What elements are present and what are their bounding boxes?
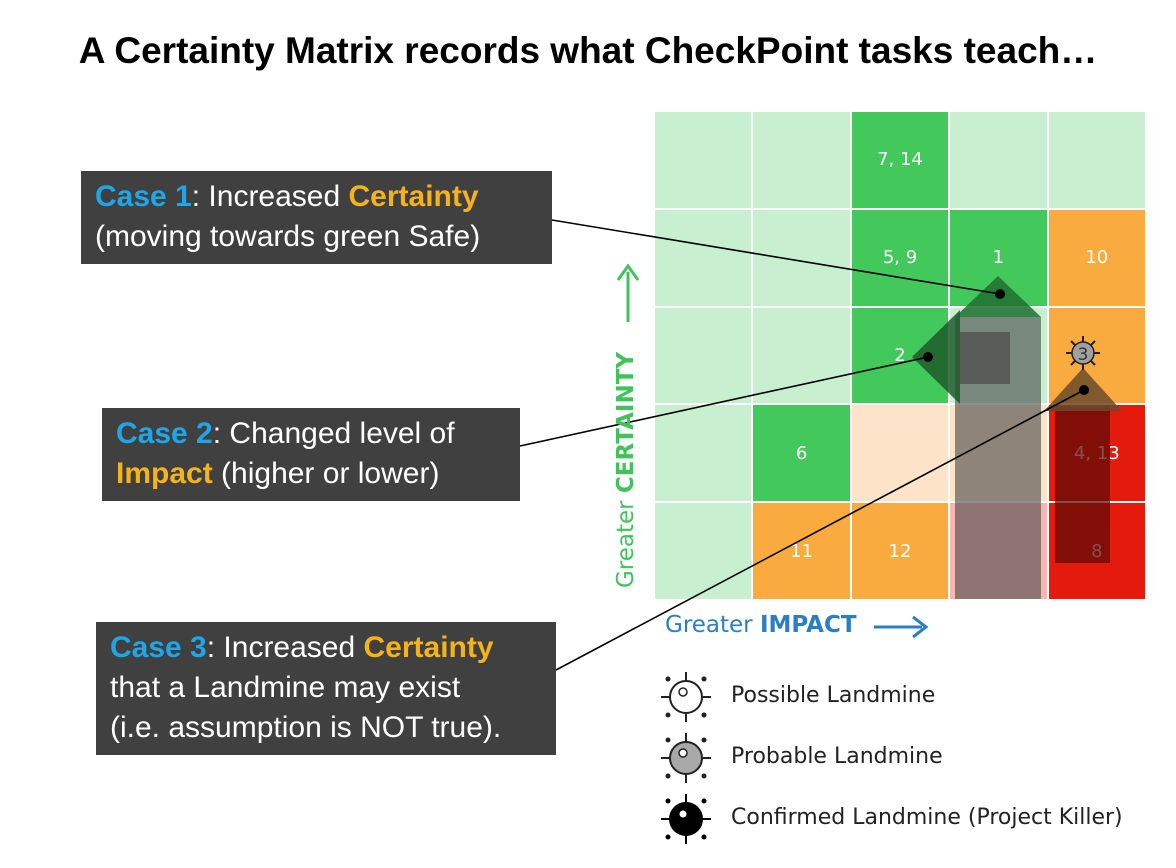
matrix-cell: 11 xyxy=(753,503,850,599)
probable-landmine-icon xyxy=(661,733,711,783)
legend-probable-label: Probable Landmine xyxy=(731,744,943,769)
case3-detail-1: that a Landmine may exist xyxy=(110,671,461,704)
matrix-cell xyxy=(655,209,752,306)
page-title: A Certainty Matrix records what CheckPoi… xyxy=(78,30,1098,71)
case2-highlight: Impact xyxy=(116,457,213,490)
matrix-cell: 10 xyxy=(1048,209,1145,306)
case1-name: Case 1 xyxy=(95,180,192,213)
y-axis-bold: CERTAINTY xyxy=(613,351,639,494)
legend-possible-label: Possible Landmine xyxy=(731,683,936,708)
confirmed-landmine-icon xyxy=(661,794,711,844)
matrix-cell xyxy=(655,405,752,502)
matrix-cell xyxy=(753,112,850,208)
case2-endpoint xyxy=(923,352,933,362)
possible-landmine-icon xyxy=(661,672,711,722)
case1-up-arrow xyxy=(955,276,1041,599)
case2-text: : Changed level of xyxy=(212,417,455,450)
y-axis-prefix: Greater xyxy=(613,493,639,589)
x-axis-prefix: Greater xyxy=(665,612,760,638)
legend-confirmed-label: Confirmed Landmine (Project Killer) xyxy=(731,805,1123,830)
case3-detail-2: (i.e. assumption is NOT true). xyxy=(110,711,502,744)
matrix-cell: 12 xyxy=(851,503,949,599)
case2-name: Case 2 xyxy=(116,417,213,450)
x-axis-bold: IMPACT xyxy=(759,612,857,638)
matrix-cell xyxy=(655,503,752,599)
case2-box: Case 2: Changed level of Impact (higher … xyxy=(102,408,520,501)
case1-endpoint xyxy=(995,289,1005,299)
y-axis-arrow xyxy=(616,263,640,322)
case1-box: Case 1: Increased Certainty (moving towa… xyxy=(81,171,552,264)
case3-box: Case 3: Increased Certainty that a Landm… xyxy=(96,622,556,755)
case3-up-arrow xyxy=(1044,368,1122,563)
matrix-cell xyxy=(1048,112,1145,208)
connector-lines xyxy=(519,219,1085,671)
matrix-cell: 6 xyxy=(753,405,850,502)
matrix-cell: 7, 14 xyxy=(851,112,949,208)
case3-name: Case 3 xyxy=(110,631,207,664)
matrix-cell: 5, 9 xyxy=(851,209,949,306)
certainty-matrix: 7, 145, 9110264, 1311128 xyxy=(655,112,1145,599)
matrix-cell xyxy=(655,307,752,404)
case3-text: : Increased xyxy=(206,631,364,664)
mine-label: 3 xyxy=(1078,345,1089,365)
matrix-cell xyxy=(753,307,850,404)
matrix-cell xyxy=(950,112,1047,208)
case1-text: : Increased xyxy=(191,180,349,213)
case3-highlight: Certainty xyxy=(363,631,494,664)
matrix-cell xyxy=(753,209,850,306)
matrix-cell xyxy=(655,112,752,208)
case1-highlight: Certainty xyxy=(348,180,479,213)
case2-left-arrow xyxy=(912,310,1010,404)
matrix-cell xyxy=(851,405,949,502)
case1-detail: (moving towards green Safe) xyxy=(95,220,481,253)
x-axis-arrow xyxy=(874,615,929,639)
case2-detail: (higher or lower) xyxy=(212,457,440,490)
case3-endpoint xyxy=(1079,385,1089,395)
x-axis-label: Greater IMPACT xyxy=(665,612,857,638)
probable-landmine-marker xyxy=(1066,336,1100,370)
